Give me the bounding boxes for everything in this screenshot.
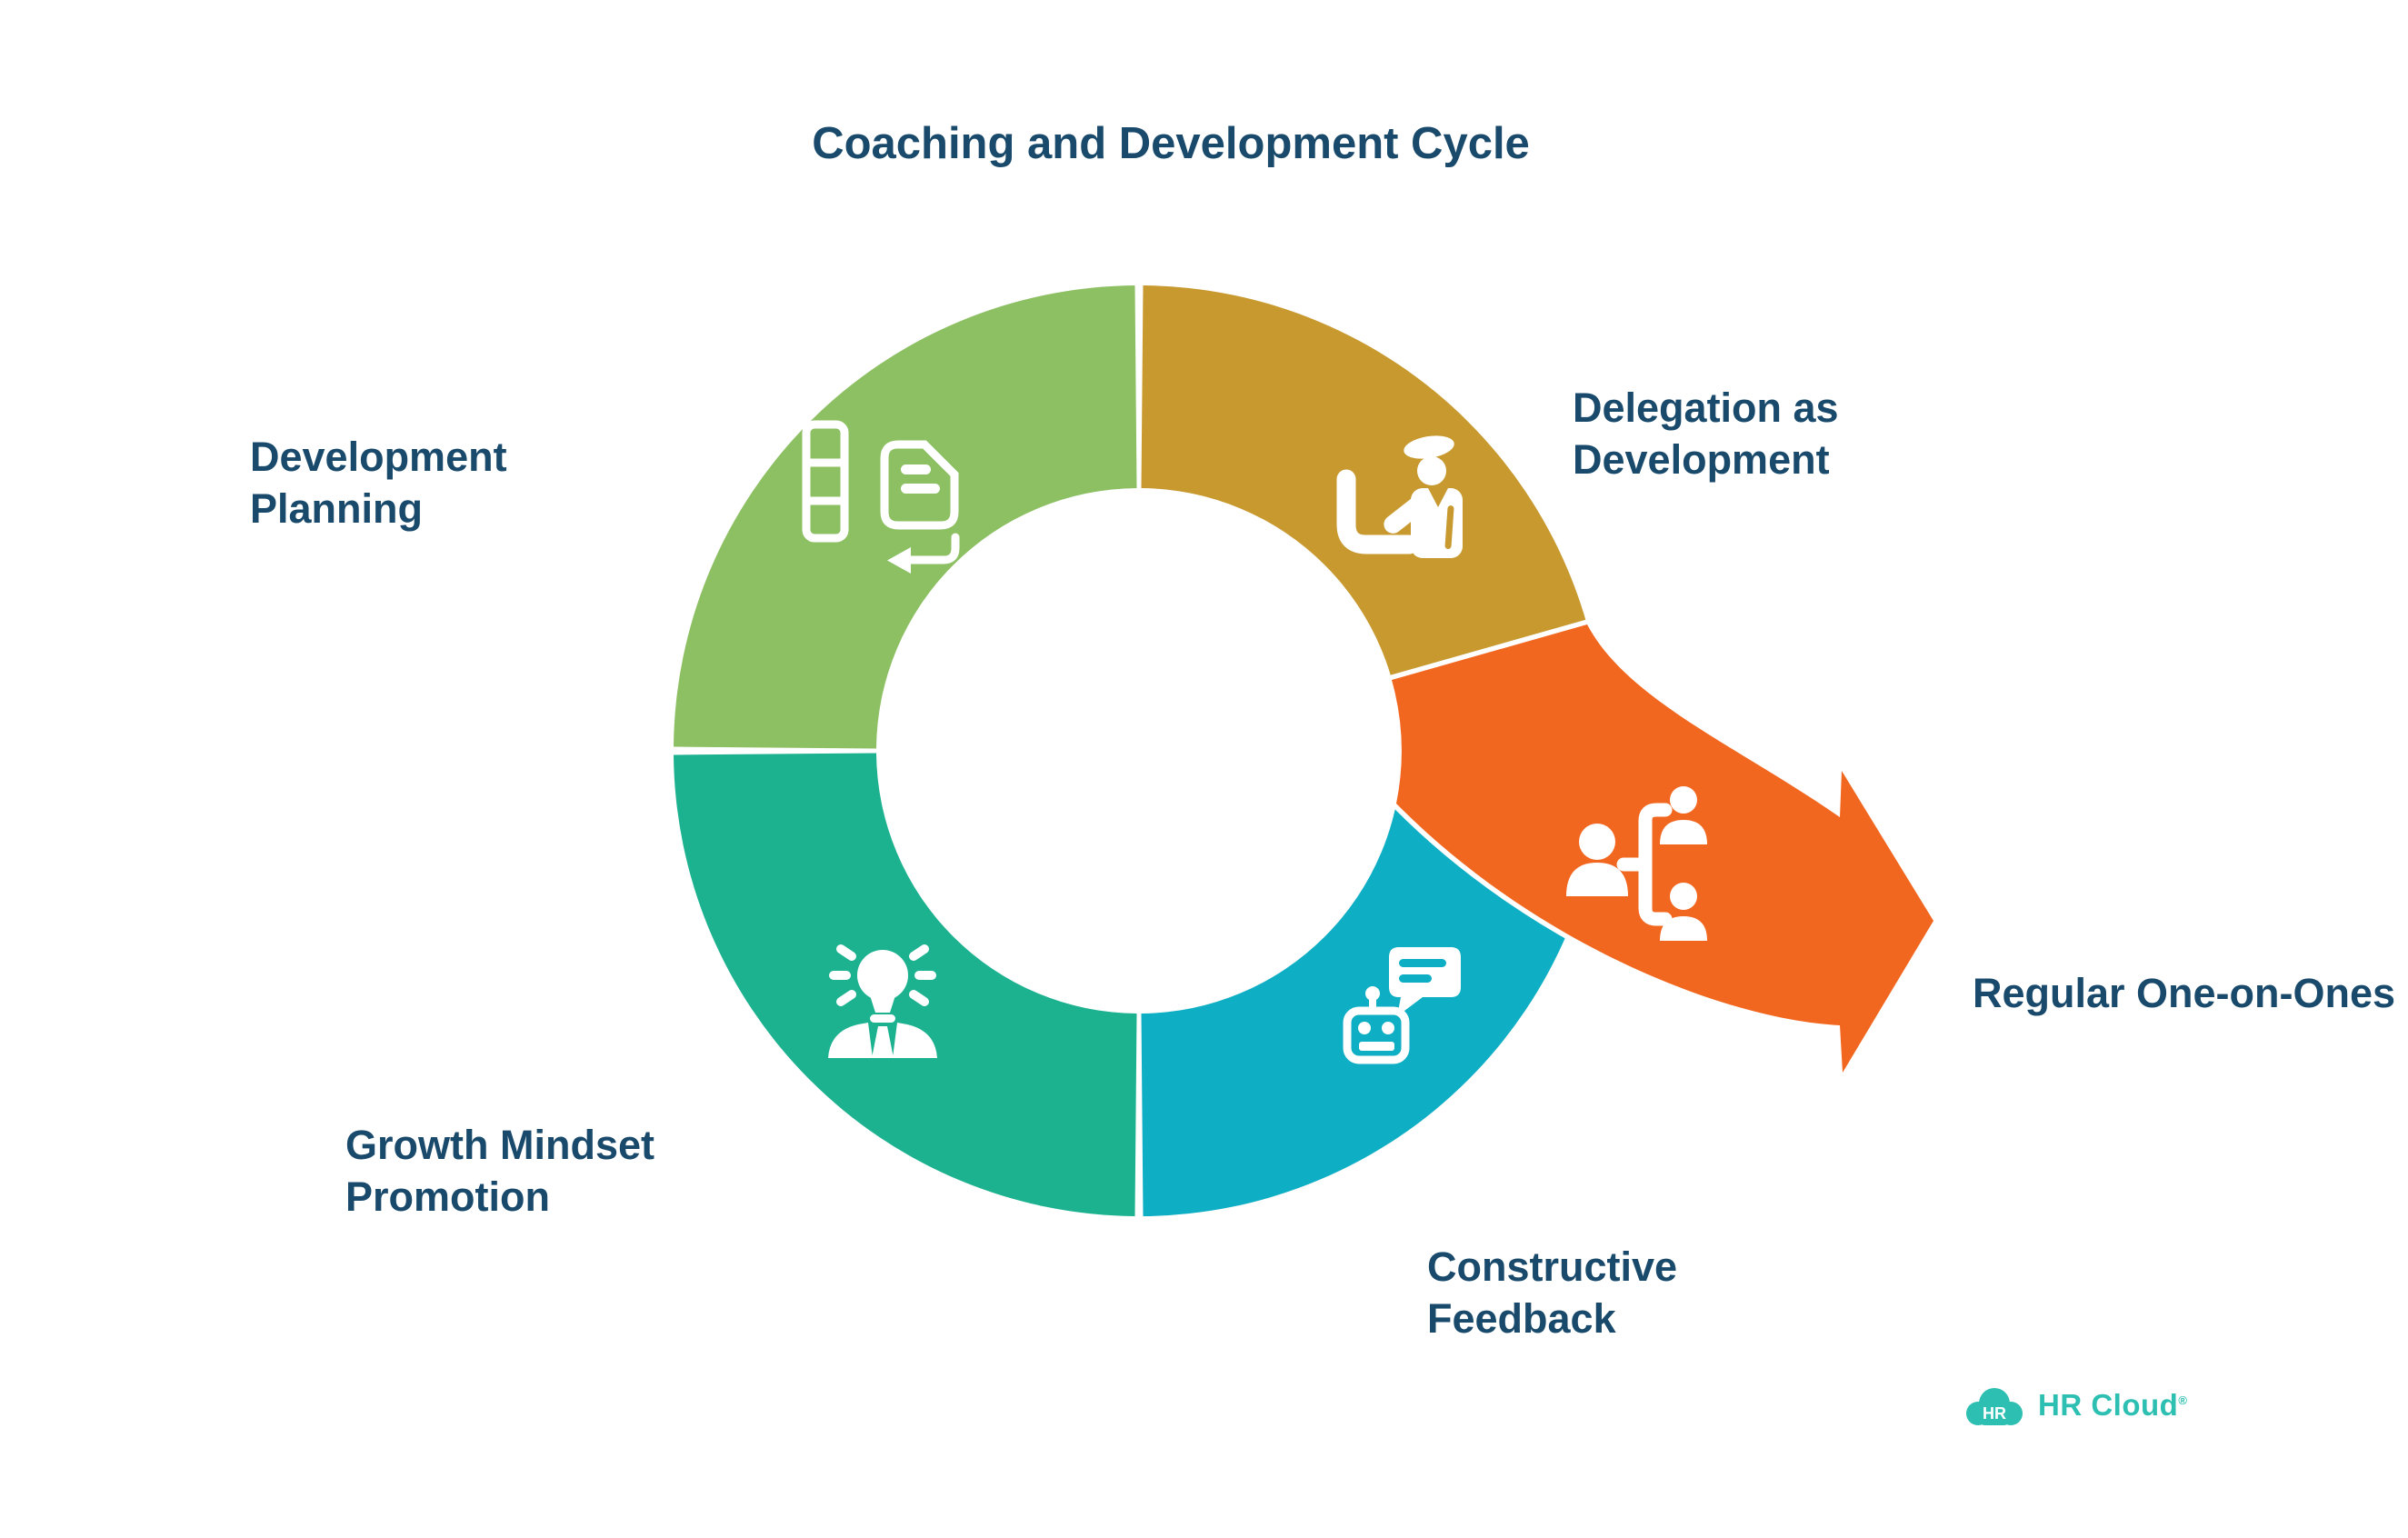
label-line: Growth Mindset bbox=[345, 1122, 654, 1168]
label-delegation-as-development: Delegation as Development bbox=[1573, 382, 1839, 485]
label-line: Development bbox=[250, 434, 507, 480]
cloud-icon: HR bbox=[1966, 1388, 2023, 1425]
label-line: Planning bbox=[250, 485, 423, 532]
kanban-document-sync-icon bbox=[802, 420, 960, 574]
label-line: Constructive bbox=[1427, 1243, 1678, 1290]
segment-development-planning bbox=[674, 285, 1137, 749]
label-line: Development bbox=[1573, 436, 1830, 483]
robot-chat-icon bbox=[1343, 947, 1461, 1064]
label-line: Promotion bbox=[345, 1173, 550, 1220]
exit-arrow-regular-one-on-ones bbox=[1386, 619, 1939, 1078]
label-growth-mindset-promotion: Growth Mindset Promotion bbox=[345, 1119, 654, 1223]
label-constructive-feedback: Constructive Feedback bbox=[1427, 1241, 1677, 1344]
segment-delegation-as-development bbox=[1141, 285, 1604, 749]
team-hierarchy-icon bbox=[1566, 786, 1707, 941]
label-development-planning: Development Planning bbox=[250, 431, 507, 534]
hr-cloud-logo: HR HR Cloud® bbox=[1963, 1376, 2187, 1434]
logo-badge-text: HR bbox=[1983, 1404, 2006, 1423]
label-line: Delegation as bbox=[1573, 384, 1839, 431]
label-line: Feedback bbox=[1427, 1295, 1616, 1342]
logo-text: HR Cloud® bbox=[2038, 1388, 2188, 1422]
lightbulb-person-icon bbox=[828, 944, 937, 1058]
label-regular-one-on-ones: Regular One-on-Ones bbox=[1973, 970, 2396, 1016]
page-title: Coaching and Development Cycle bbox=[812, 119, 1530, 168]
registered-mark: ® bbox=[2178, 1393, 2188, 1407]
manager-at-desk-icon bbox=[1336, 435, 1463, 558]
